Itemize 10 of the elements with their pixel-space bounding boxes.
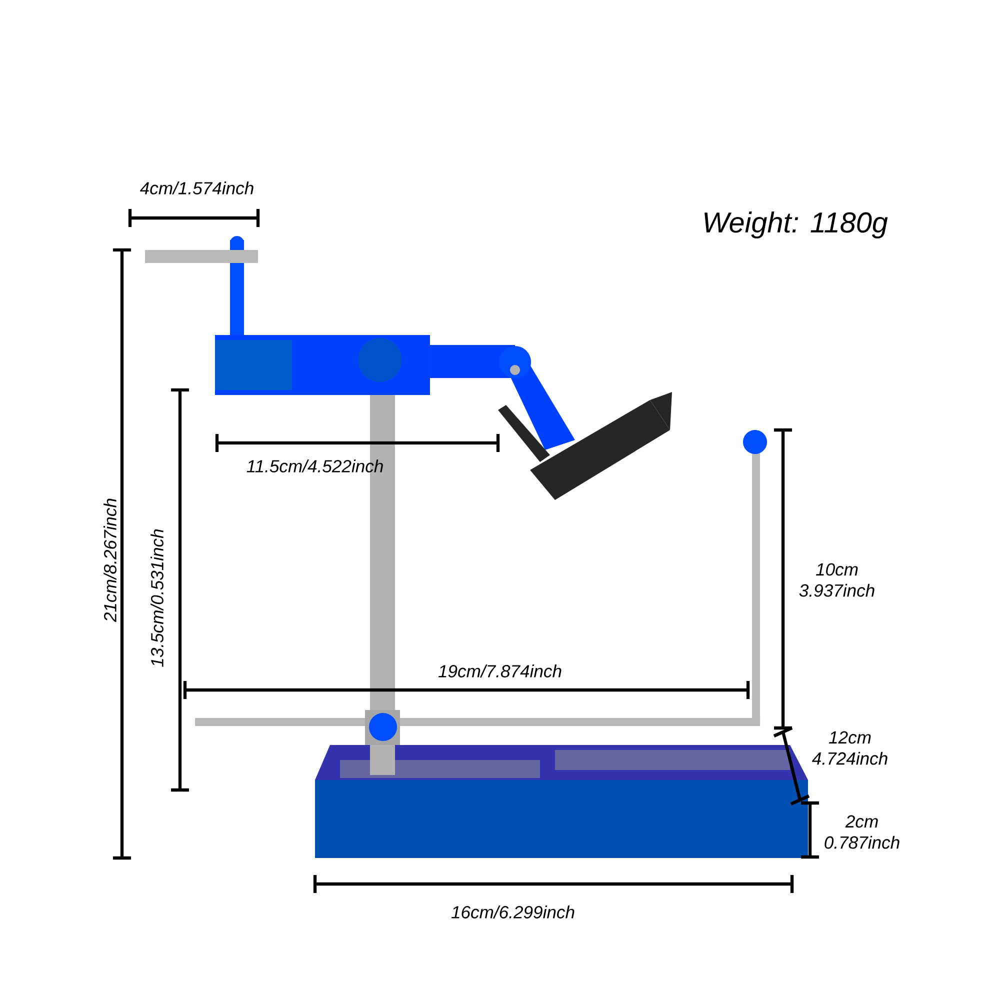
dimension-label: 11.5cm/4.522inch — [246, 460, 383, 472]
dimension-label: 19cm/7.874inch — [438, 664, 562, 678]
dimension-label: 4cm/1.574inch — [140, 182, 254, 194]
dimension-label: Weight: 1180g — [704, 212, 888, 238]
dimension-label: 16cm/6.299inch — [451, 906, 574, 918]
dimension-label: 2cm 0.787inch — [824, 815, 900, 849]
dimension-label: 10cm 3.937inch — [799, 563, 874, 597]
dimension-label: 13.5cm/0.531inch — [150, 529, 164, 667]
dimension-label: 21cm/8.267inch — [104, 498, 116, 622]
dimension-label: 12cm 4.724inch — [812, 731, 888, 765]
